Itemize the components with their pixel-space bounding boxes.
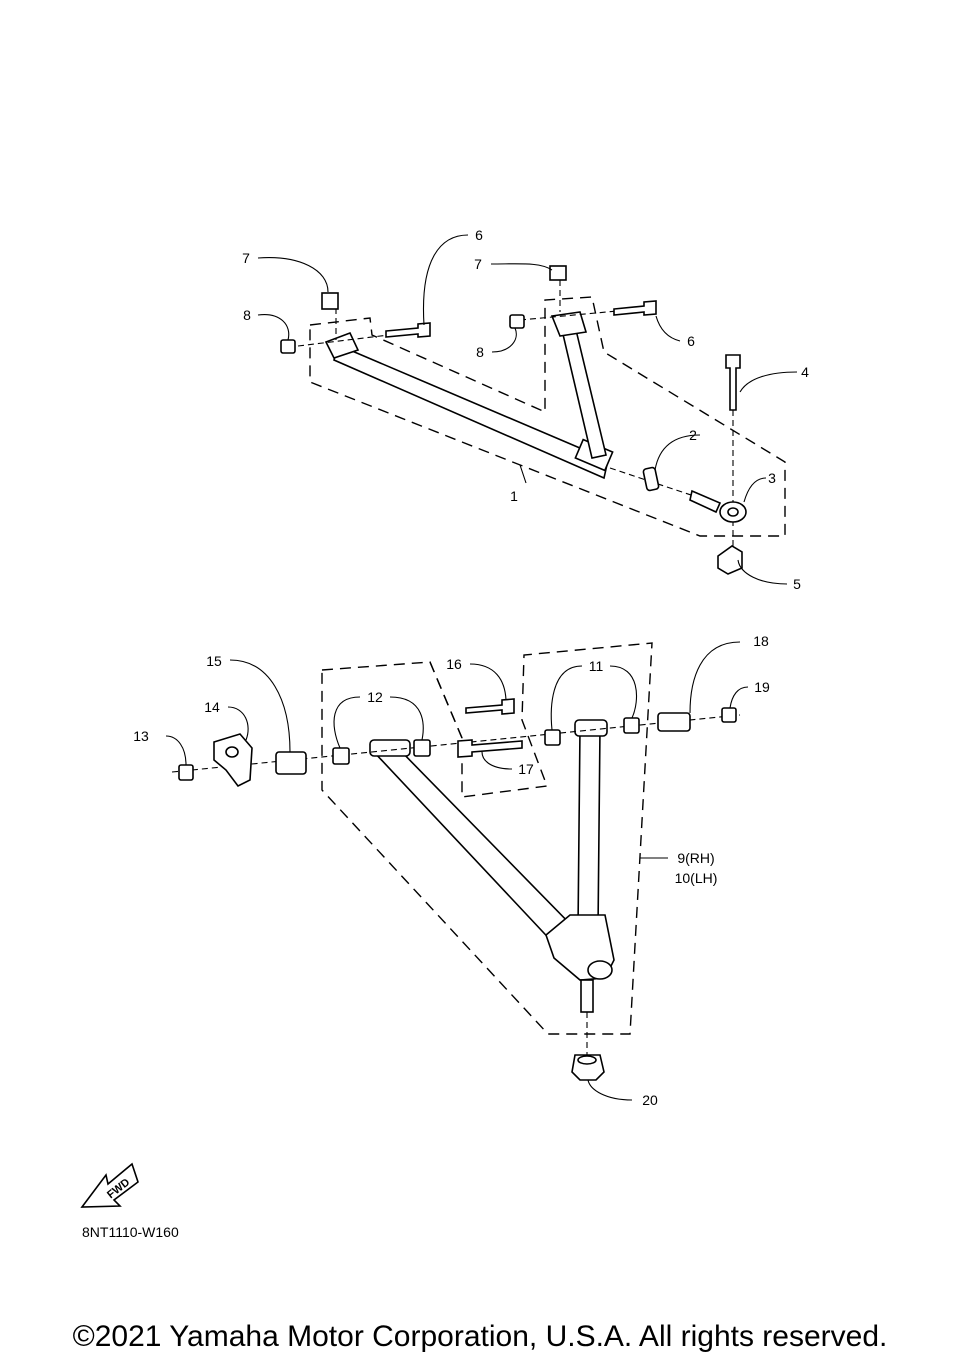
callout-numbers: 1 2 3 4 5 6 6 7 7 8 8 9(RH) 10(LH) 11 12… <box>133 227 809 1108</box>
collar-7-left <box>321 292 339 310</box>
callout-12: 12 <box>367 689 383 705</box>
callout-16: 16 <box>446 656 462 672</box>
callout-6-right: 6 <box>687 333 695 349</box>
leader-lines <box>165 234 798 1101</box>
callout-2: 2 <box>689 427 697 443</box>
upper-arm-boundary <box>309 296 786 537</box>
upper-arm-right-bracket <box>550 311 588 337</box>
callout-10: 10(LH) <box>675 870 718 886</box>
callout-8-left: 8 <box>243 307 251 323</box>
rod-end-3 <box>689 489 722 514</box>
nut-13 <box>178 764 194 781</box>
diagram-ref-code: 8NT1110-W160 <box>82 1224 179 1240</box>
callout-18: 18 <box>753 633 769 649</box>
nut-5 <box>717 545 743 575</box>
callout-14: 14 <box>204 699 220 715</box>
collar-7-right <box>549 265 567 281</box>
bushing-12-right <box>413 739 431 757</box>
callout-11: 11 <box>589 658 604 674</box>
bracket-14 <box>213 733 253 788</box>
callout-8-right: 8 <box>476 344 484 360</box>
lower-arm-boundary <box>321 642 653 1035</box>
callout-15: 15 <box>206 653 222 669</box>
lower-arm-right-pivot <box>574 719 608 737</box>
nut-8-left <box>280 339 296 354</box>
callout-9: 9(RH) <box>677 850 714 866</box>
lower-arm-left-tube <box>372 743 578 950</box>
upper-arm-assembly <box>297 280 786 560</box>
callout-5: 5 <box>793 576 801 592</box>
callout-20: 20 <box>642 1092 658 1108</box>
bolt-6-right <box>613 300 657 316</box>
lower-arm-right-tube <box>577 727 601 931</box>
bushing-12-left <box>332 747 350 765</box>
bushing-11-right <box>623 717 640 734</box>
callout-17: 17 <box>518 761 534 777</box>
nut-19 <box>721 707 737 723</box>
copyright-notice: ©2021 Yamaha Motor Corporation, U.S.A. A… <box>72 1320 888 1353</box>
lower-arm-left-pivot <box>369 739 411 757</box>
callout-4: 4 <box>801 364 809 380</box>
callout-1: 1 <box>510 488 518 504</box>
bushing-15 <box>275 751 307 775</box>
bolt-6-left <box>385 322 431 338</box>
bushing-11-left <box>544 729 561 746</box>
fwd-arrow-icon: FWD <box>80 1162 139 1208</box>
callout-7-left: 7 <box>242 250 250 266</box>
callout-13: 13 <box>133 728 149 744</box>
ball-joint-stud <box>580 979 594 1013</box>
pin-2 <box>642 466 660 492</box>
bolt-4 <box>725 354 741 411</box>
callout-3: 3 <box>768 470 776 486</box>
upper-arm-long-tube <box>333 343 609 480</box>
bolt-16 <box>465 698 515 715</box>
callout-7-right: 7 <box>474 256 482 272</box>
bushing-18 <box>657 712 691 732</box>
nut-8-right <box>509 314 525 329</box>
bolt-17 <box>457 739 523 758</box>
bolt-16-17-boundary <box>429 661 463 739</box>
upper-arm-short-tube <box>560 329 607 459</box>
callout-6-left: 6 <box>475 227 483 243</box>
callout-19: 19 <box>754 679 770 695</box>
lower-arm-assembly <box>171 642 741 1055</box>
